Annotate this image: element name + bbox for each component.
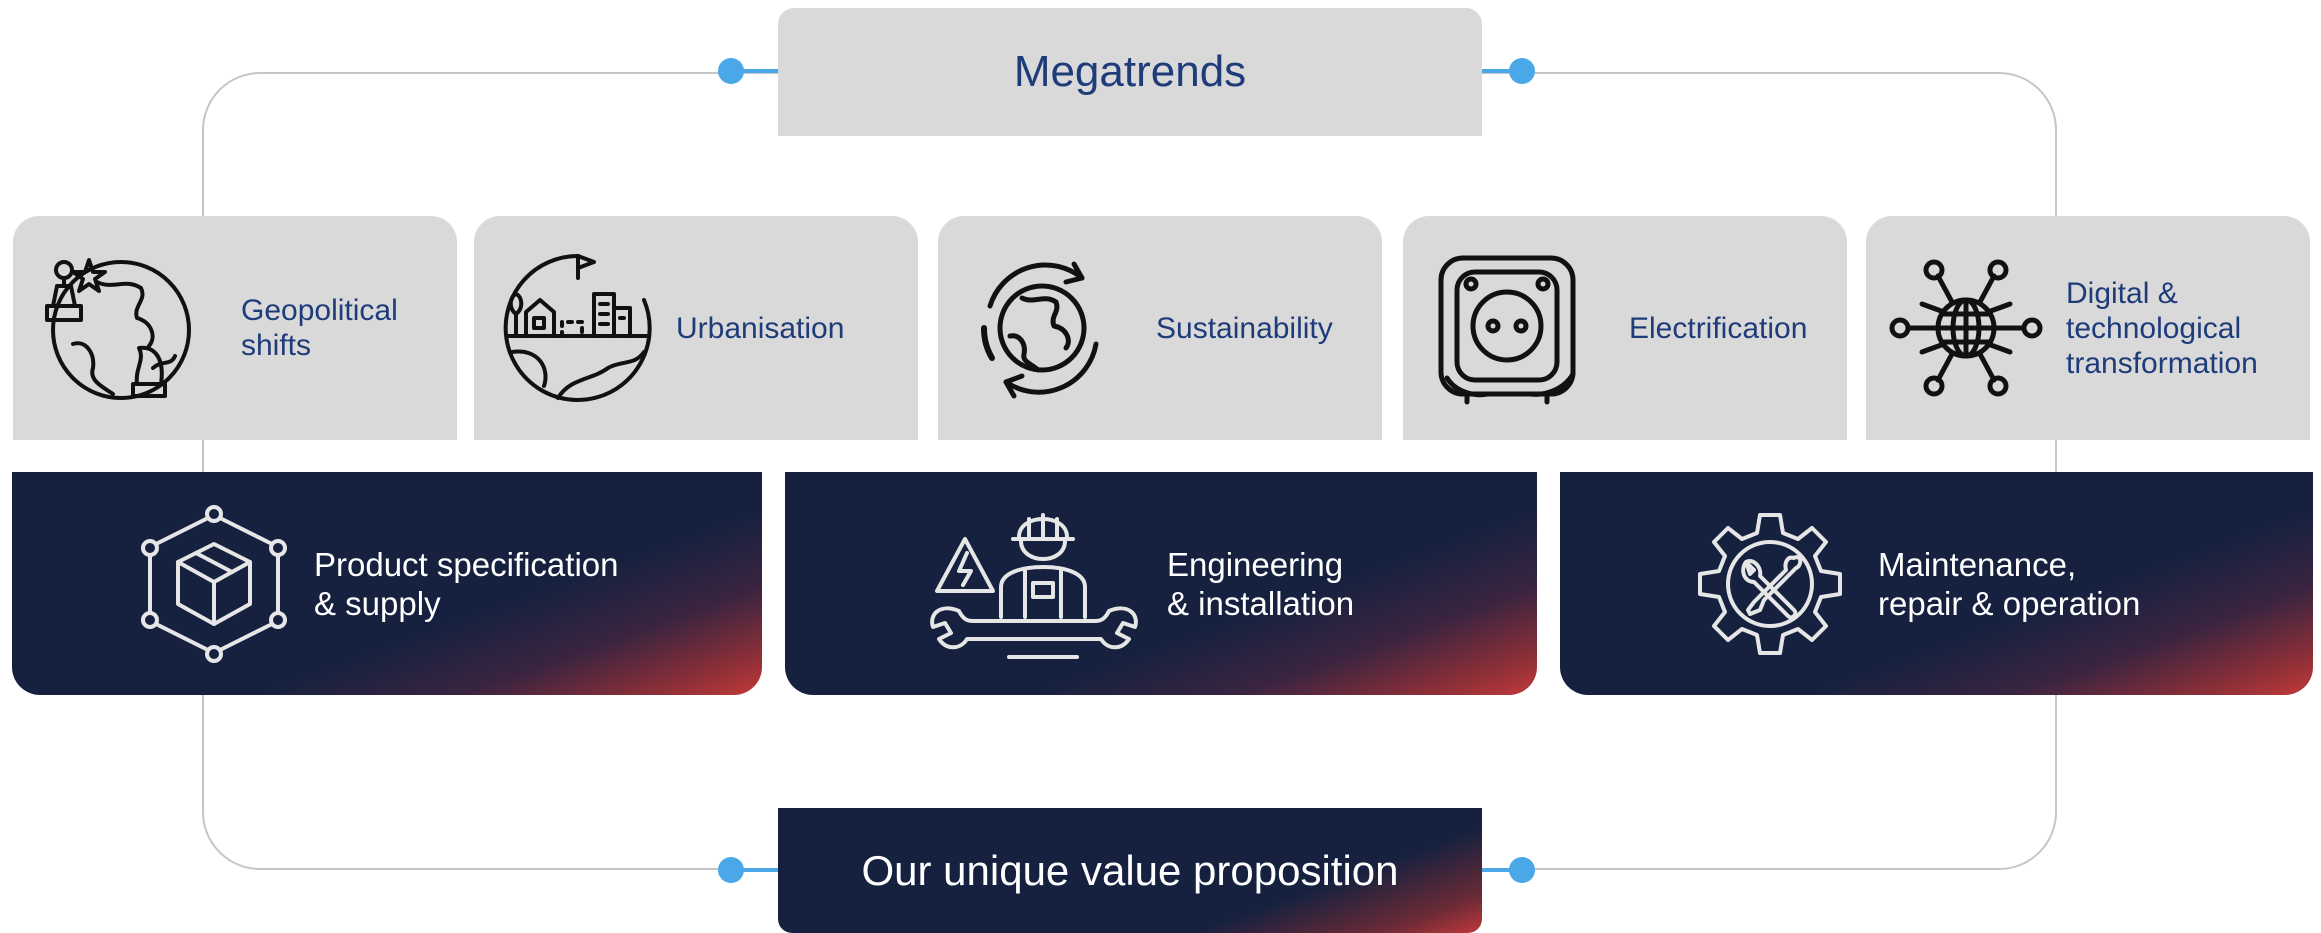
- value-label: Maintenance, repair & operation: [1878, 545, 2141, 622]
- megatrend-geopolitical-shifts: Geopolitical shifts: [13, 216, 457, 440]
- megatrend-label: Digital & technological transformation: [2066, 276, 2258, 380]
- megatrends-header: Megatrends: [778, 8, 1482, 136]
- megatrend-label: Sustainability: [1156, 311, 1333, 345]
- globe-chess-icon: [45, 258, 191, 400]
- city-globe-icon: [503, 253, 652, 402]
- top-right-outer-dot: [1509, 58, 1535, 84]
- value-maintenance-repair: Maintenance, repair & operation: [1560, 472, 2313, 695]
- bottom-left-connector: [731, 868, 811, 872]
- bottom-right-outer-dot: [1509, 857, 1535, 883]
- engineer-wrench-icon: [930, 512, 1138, 659]
- recycle-globe-icon: [980, 261, 1099, 399]
- cycle-loop-line: [202, 72, 2057, 870]
- value-proposition-footer: Our unique value proposition: [778, 808, 1482, 933]
- top-right-connector: [1442, 69, 1522, 73]
- power-socket-icon: [1438, 255, 1576, 405]
- network-globe-icon: [1889, 259, 2043, 397]
- megatrend-sustainability: Sustainability: [938, 216, 1382, 440]
- value-engineering-installation: Engineering & installation: [785, 472, 1537, 695]
- bottom-right-connector: [1442, 868, 1522, 872]
- value-proposition-title: Our unique value proposition: [861, 846, 1399, 894]
- value-product-specification: Product specification & supply: [12, 472, 762, 695]
- megatrend-digital-transformation: Digital & technological transformation: [1866, 216, 2310, 440]
- megatrends-title: Megatrends: [1013, 47, 1247, 96]
- bottom-left-outer-dot: [718, 857, 744, 883]
- megatrend-label: Geopolitical shifts: [241, 294, 398, 362]
- megatrend-label: Urbanisation: [676, 311, 845, 345]
- value-label: Product specification & supply: [314, 545, 619, 622]
- value-label: Engineering & installation: [1167, 545, 1355, 622]
- top-left-connector: [731, 69, 811, 73]
- gear-tools-icon: [1698, 512, 1842, 655]
- megatrend-urbanisation: Urbanisation: [474, 216, 918, 440]
- megatrend-label: Electrification: [1629, 311, 1808, 345]
- top-left-outer-dot: [718, 58, 744, 84]
- cube-network-icon: [141, 504, 287, 663]
- megatrend-electrification: Electrification: [1403, 216, 1847, 440]
